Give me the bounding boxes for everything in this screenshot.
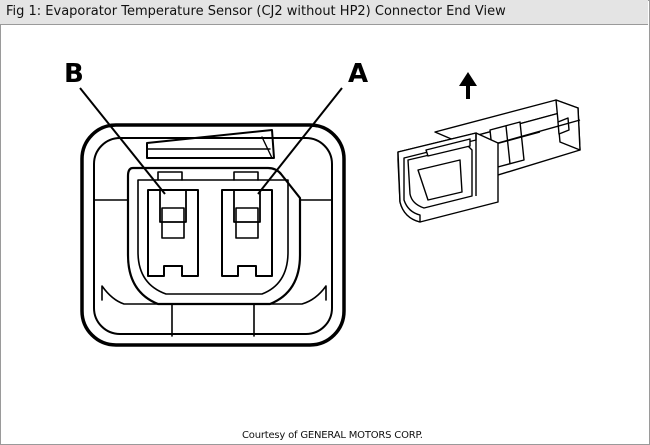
connector-inner-body bbox=[126, 166, 302, 306]
connector-seal-ring bbox=[93, 137, 333, 335]
up-arrow-icon bbox=[459, 72, 477, 99]
credit-line: Courtesy of GENERAL MOTORS CORP. bbox=[242, 430, 423, 441]
terminal-a-blade bbox=[235, 207, 259, 239]
terminal-cavity-b bbox=[147, 189, 199, 277]
terminal-b-blade bbox=[161, 207, 185, 239]
iso-top-ridge bbox=[425, 138, 471, 157]
title-bar: Fig 1: Evaporator Temperature Sensor (CJ… bbox=[0, 0, 648, 25]
connector-cavity-notch-right bbox=[233, 171, 259, 181]
pin-b-leader bbox=[79, 87, 166, 195]
figure-title: Fig 1: Evaporator Temperature Sensor (CJ… bbox=[6, 4, 506, 19]
connector-cavity bbox=[137, 179, 289, 295]
pin-a-leader bbox=[257, 87, 343, 195]
connector-cavity-notch-left bbox=[157, 171, 183, 181]
terminal-b-contact bbox=[159, 189, 187, 223]
terminal-cavity-a bbox=[221, 189, 273, 277]
iso-rear-slot bbox=[557, 117, 570, 135]
connector-bottom-key bbox=[101, 285, 327, 305]
connector-end-view bbox=[80, 123, 346, 347]
pin-a-label: A bbox=[348, 59, 368, 89]
connector-lock-tab-edge-right bbox=[261, 136, 273, 159]
iso-inner-detail bbox=[417, 159, 463, 201]
connector-diagram: B A bbox=[64, 59, 581, 347]
connector-isometric-view bbox=[397, 99, 581, 223]
terminal-a-contact bbox=[233, 189, 261, 223]
connector-outer-housing bbox=[80, 123, 346, 347]
pin-b-label: B bbox=[64, 59, 84, 89]
connector-lock-tab bbox=[146, 129, 275, 159]
